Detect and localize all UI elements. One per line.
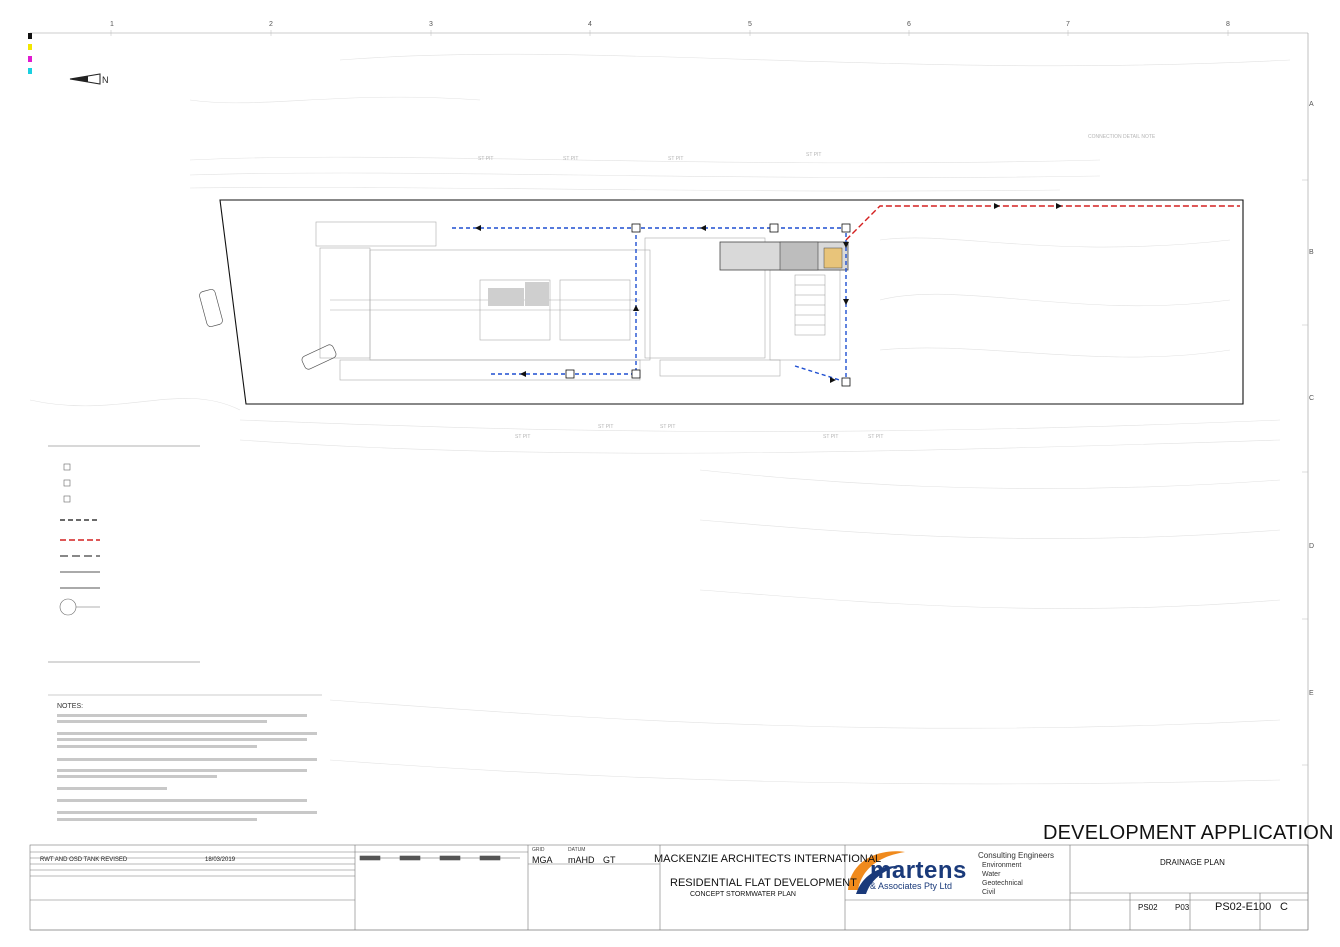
svg-text:ST PIT: ST PIT — [515, 434, 530, 440]
grid-letter-a: A — [1309, 101, 1314, 108]
revision-row-description: RWT AND OSD TANK REVISED — [40, 857, 128, 863]
svg-text:CONNECTION DETAIL NOTE: CONNECTION DETAIL NOTE — [1088, 134, 1156, 140]
discipline-civil: Civil — [982, 889, 996, 896]
svg-text:ST PIT: ST PIT — [806, 152, 821, 158]
scale-bar — [359, 855, 520, 861]
martens-logo-icon — [848, 851, 905, 894]
grid-number-3: 3 — [429, 21, 433, 28]
grid-number-1: 1 — [110, 21, 114, 28]
grid-number-8: 8 — [1226, 21, 1230, 28]
grid-number-5: 5 — [748, 21, 752, 28]
company-logo-sub: & Associates Pty Ltd — [870, 881, 953, 891]
legend — [48, 445, 200, 663]
red-pipe-line — [845, 205, 1240, 241]
client-name: MACKENZIE ARCHITECTS INTERNATIONAL — [654, 853, 882, 865]
grid-letter-e: E — [1309, 690, 1314, 697]
grid-letter-b: B — [1309, 249, 1314, 256]
grid-label: GRID — [532, 847, 545, 853]
drawing-number: PS02-E100 — [1215, 901, 1272, 913]
revision-row-date: 18/03/2019 — [205, 857, 236, 863]
grid-letter-d: D — [1309, 543, 1315, 550]
discipline-environment: Environment — [982, 862, 1022, 869]
grid-number-2: 2 — [269, 21, 273, 28]
svg-text:ST PIT: ST PIT — [563, 156, 578, 162]
grid-number-7: 7 — [1066, 21, 1070, 28]
company-logo-name: martens — [870, 857, 967, 884]
development-application-heading: DEVELOPMENT APPLICATION — [1043, 822, 1334, 844]
svg-text:ST PIT: ST PIT — [598, 424, 613, 430]
discipline-water: Water — [982, 871, 1001, 878]
datum-label: DATUM — [568, 847, 586, 853]
drawing-subtitle: CONCEPT STORMWATER PLAN — [690, 891, 796, 898]
north-arrow-icon: N — [69, 73, 109, 85]
svg-text:ST PIT: ST PIT — [668, 156, 683, 162]
site-boundary — [219, 199, 1244, 405]
project-number: PS02 — [1138, 903, 1158, 912]
svg-text:ST PIT: ST PIT — [823, 434, 838, 440]
svg-text:ST PIT: ST PIT — [660, 424, 675, 430]
discipline-geotechnical: Geotechnical — [982, 880, 1023, 887]
svg-text:N: N — [102, 75, 109, 85]
grid-value: MGA — [532, 855, 553, 865]
datum-value: mAHD — [568, 855, 595, 865]
notes-title: NOTES: — [57, 703, 84, 710]
drawing-name: DRAINAGE PLAN — [1160, 858, 1225, 867]
title-block-frame — [29, 844, 1309, 931]
grid-number-6: 6 — [907, 21, 911, 28]
svg-text:ST PIT: ST PIT — [868, 434, 883, 440]
sheet-reference: P03 — [1175, 903, 1190, 912]
grid-letter-c: C — [1309, 395, 1315, 402]
drawn-value: GT — [603, 855, 616, 865]
project-title: RESIDENTIAL FLAT DEVELOPMENT — [670, 877, 857, 889]
svg-text:ST PIT: ST PIT — [478, 156, 493, 162]
company-heading: Consulting Engineers — [978, 851, 1055, 860]
grid-number-4: 4 — [588, 21, 592, 28]
revision-letter: C — [1280, 901, 1288, 913]
